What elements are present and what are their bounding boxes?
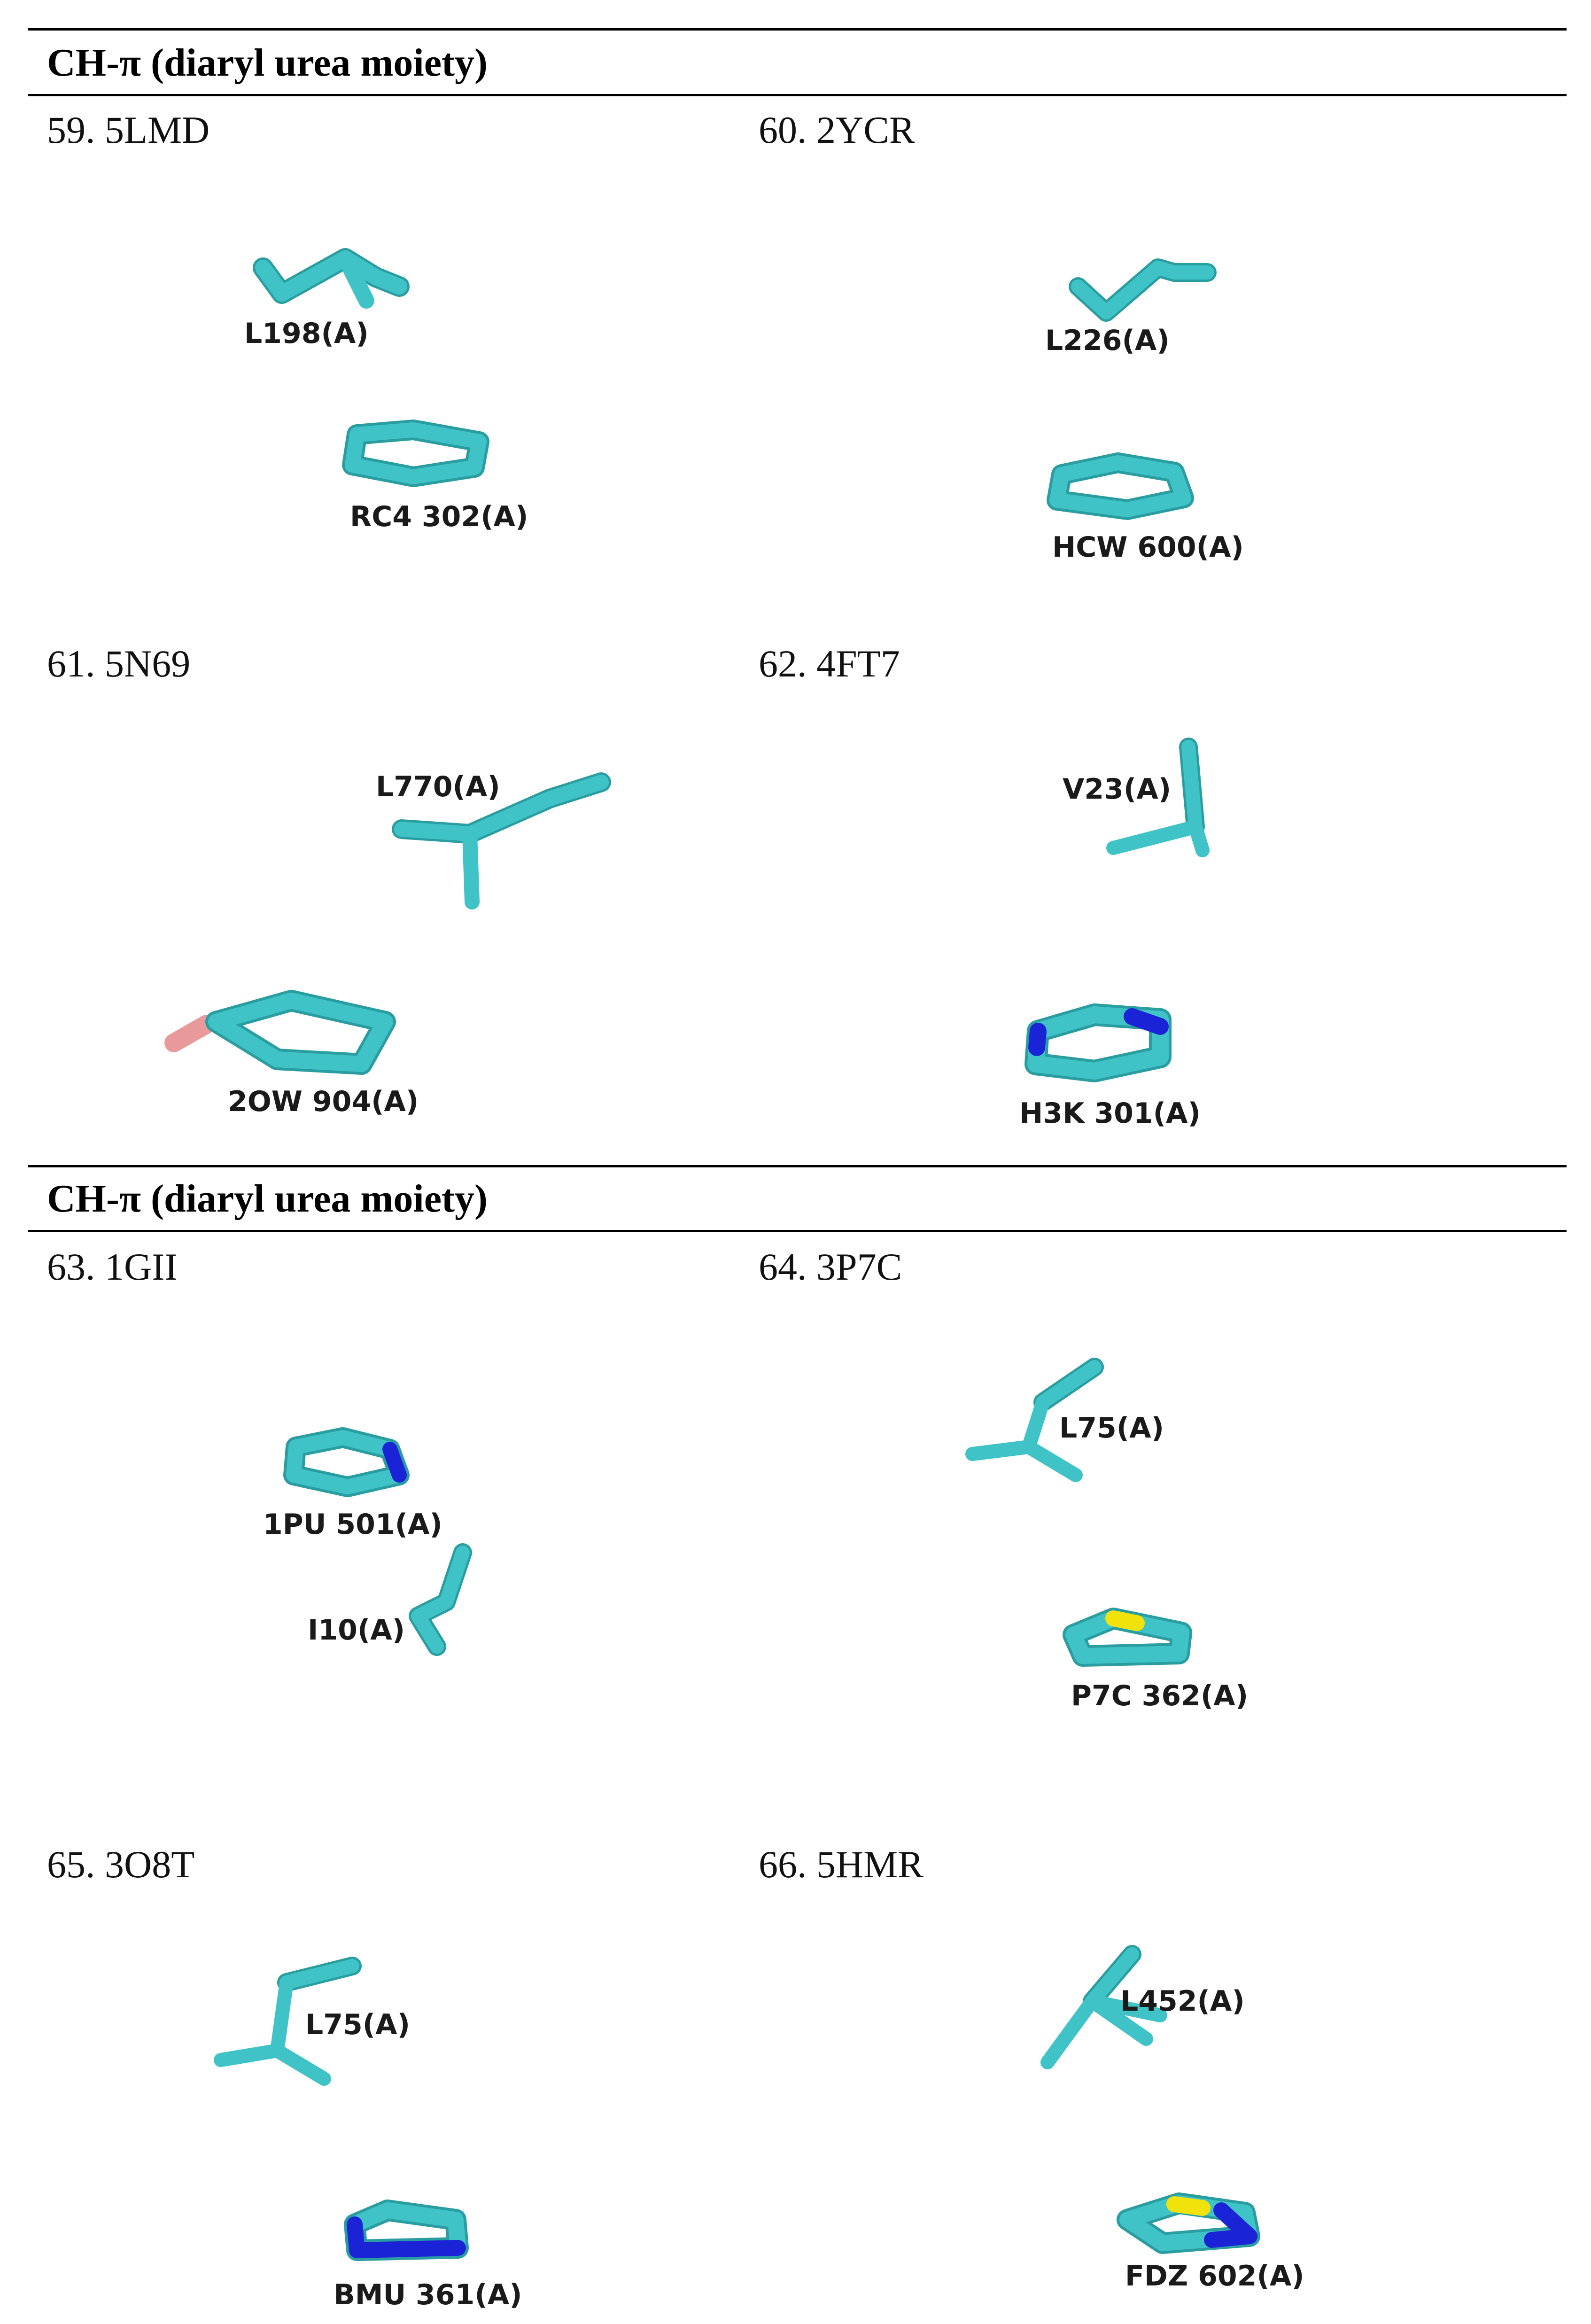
panel-60-ligand-label: HCW 600(A) [1052,531,1244,564]
panel-label-65: 65. 3O8T [47,1843,195,1886]
panel-61-residue-sticks [392,772,611,909]
panel-label-59: 59. 5LMD [47,109,210,151]
panel-65-ligand-ring [344,2200,469,2261]
panel-66-ligand-label: FDZ 602(A) [1125,2260,1304,2293]
panel-65-ligand-label: BMU 361(A) [334,2278,522,2311]
panel-60-ligand-ring [1047,452,1194,520]
panel-62-residue-label: V23(A) [1063,773,1171,806]
panel-64-residue-label: L75(A) [1059,1412,1164,1445]
panel-60-residue-label: L226(A) [1045,324,1170,357]
panel-label-64: 64. 3P7C [759,1245,902,1288]
panel-label-63: 63. 1GII [47,1245,178,1288]
panel-63-residue-label: I10(A) [308,1614,405,1647]
panel-66-residue-label: L452(A) [1120,1985,1245,2018]
panel-label-66: 66. 5HMR [759,1843,924,1886]
panel-label-62: 62. 4FT7 [759,642,900,685]
panel-61-residue-label: L770(A) [376,770,500,803]
section-1-rule [28,94,1567,96]
panel-label-61: 61. 5N69 [47,642,191,685]
section-title-1: CH-π (diaryl urea moiety) [47,41,488,85]
panel-62-residue-sticks [1106,738,1210,857]
panel-61-ligand-label: 2OW 904(A) [228,1085,419,1118]
panel-60-residue-sticks [1069,258,1217,322]
panel-59-ligand-label: RC4 302(A) [350,500,528,533]
panel-65-residue-label: L75(A) [305,2008,410,2041]
mid-rule [28,1165,1567,1167]
panel-59-residue-label: L198(A) [244,317,369,350]
panel-63-ligand-ring [283,1427,410,1497]
panel-63-ligand-label: 1PU 501(A) [263,1508,442,1541]
panel-label-60: 60. 2YCR [759,109,915,151]
top-rule [28,28,1567,31]
panel-59-ligand-ring [342,420,489,487]
panel-61-ligand-ring [164,990,396,1075]
panel-59-residue-sticks [253,248,410,309]
panel-63-residue-sticks [409,1543,472,1656]
section-title-2: CH-π (diaryl urea moiety) [47,1177,488,1220]
panel-62-ligand-label: H3K 301(A) [1019,1097,1201,1130]
panel-66-ligand-ring [1117,2192,1260,2254]
panel-64-ligand-ring [1063,1608,1192,1667]
panel-66-residue-sticks [1040,1945,1167,2069]
panel-64-ligand-label: P7C 362(A) [1071,1679,1248,1712]
panel-62-ligand-ring [1024,1003,1172,1082]
section-2-rule [28,1230,1567,1232]
panel-65-residue-sticks [214,1957,362,2086]
panel-64-residue-sticks [965,1358,1104,1482]
